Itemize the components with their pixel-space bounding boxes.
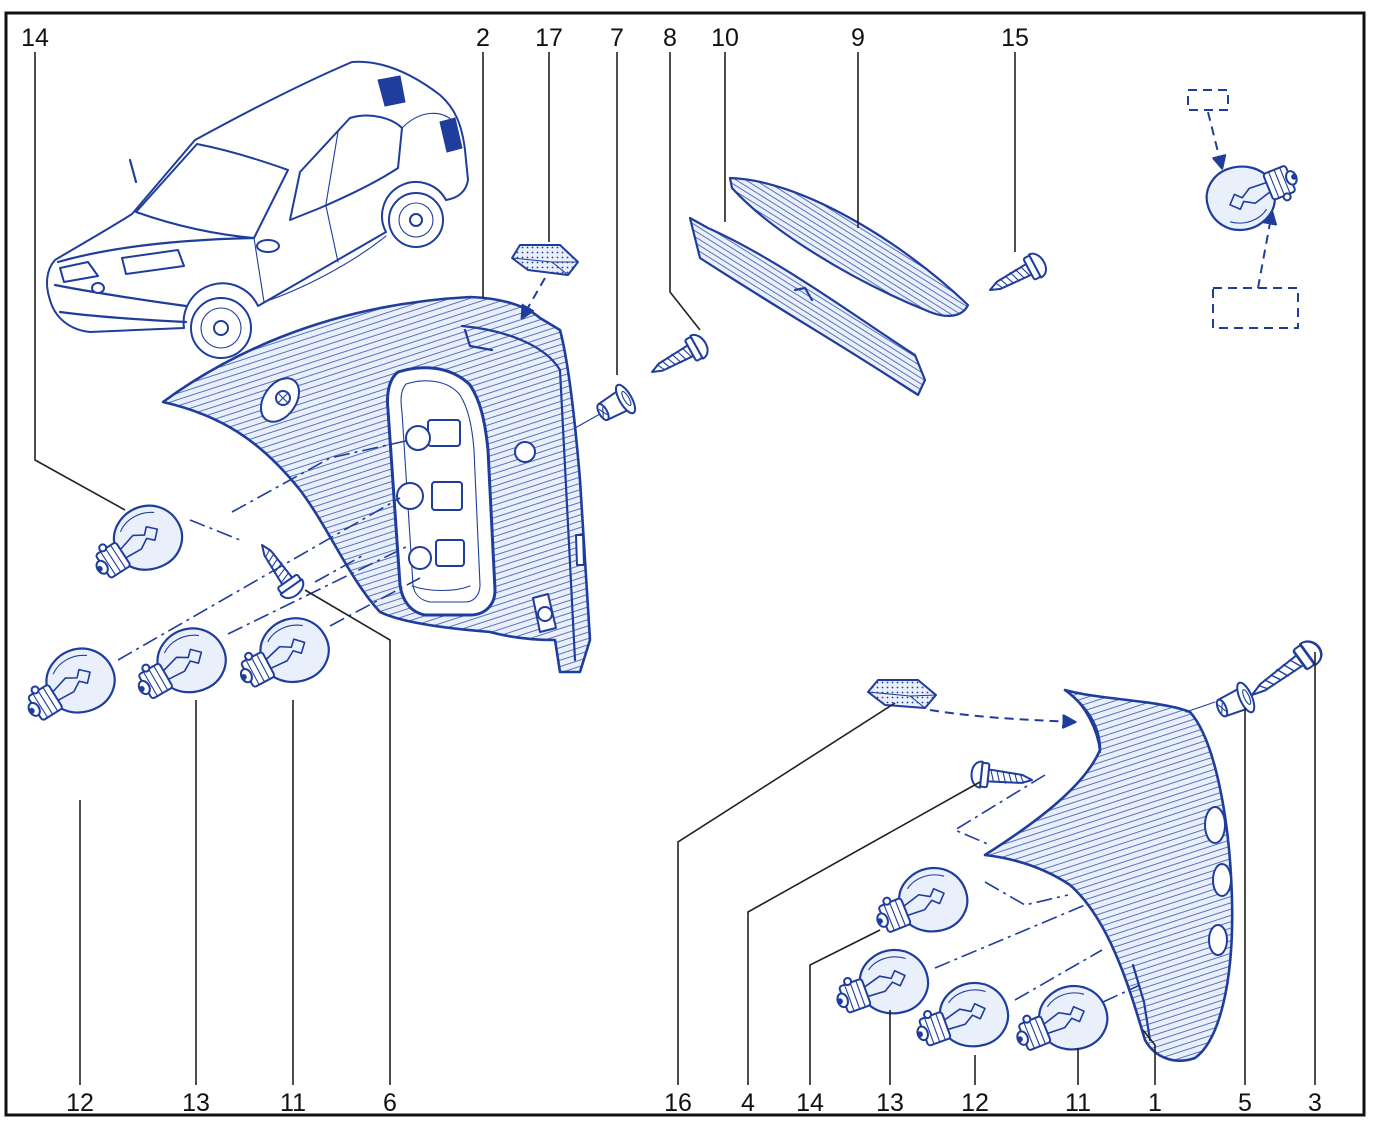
car-headlight-left (59, 261, 99, 283)
right-lens-lamp-window (1212, 863, 1232, 897)
callout-label: 11 (1065, 1089, 1091, 1117)
reflector-lens (728, 176, 970, 317)
car-front-wheel (190, 297, 252, 359)
reference-box-large (1212, 287, 1299, 329)
right-tail-light-fold (1066, 690, 1102, 754)
bulb-socket (405, 425, 431, 451)
left-tail-light-rim (460, 324, 577, 662)
reflector-strip (688, 216, 927, 397)
reference-arrow-bottom (1257, 212, 1272, 289)
reference-box-small (1187, 89, 1229, 111)
car-pillar (325, 131, 339, 205)
callout-label: 6 (383, 1089, 397, 1117)
car-badge (91, 282, 105, 294)
callout-label: 16 (664, 1089, 692, 1117)
reflector-strip-tab (793, 286, 814, 302)
car-hatch-line (401, 112, 453, 129)
car-bumper-lines (53, 283, 188, 324)
assembly-lines (117, 413, 1216, 1003)
bulb-detail-inset (1187, 89, 1310, 329)
callout-label: 1 (1148, 1089, 1162, 1117)
left-lens-side-tab (575, 534, 585, 566)
right-tail-light-assembly (983, 688, 1234, 1062)
callout-label: 9 (851, 24, 865, 52)
right-lens-lamp-window (1204, 806, 1226, 844)
car-antenna (128, 158, 138, 184)
callout-label: 7 (610, 24, 624, 52)
bulb-holder (386, 366, 497, 617)
car-hood-crease (56, 236, 256, 264)
left-tail-light-assembly (161, 295, 592, 674)
left-tail-light-tab (463, 328, 494, 352)
vehicle-illustration (46, 60, 469, 359)
callout-label: 13 (876, 1089, 904, 1117)
clip-16-fit-arrow (929, 709, 1075, 722)
clip-17-fit-arrow (522, 277, 546, 318)
car-rear-wheel (388, 192, 444, 248)
callout-label: 11 (280, 1089, 306, 1117)
callouts-bottom: 12 13 11 6 16 4 14 13 12 11 1 5 3 (66, 1089, 1322, 1117)
callout-label: 13 (182, 1089, 210, 1117)
callout-label: 10 (711, 24, 739, 52)
left-lens-fastener (259, 377, 301, 423)
car-headlight-right (121, 249, 185, 275)
bulb-socket (396, 482, 424, 510)
car-side-window (289, 114, 403, 221)
car-mirror (256, 239, 280, 253)
leader-lines (34, 52, 1316, 1085)
car-door-lines (253, 205, 387, 303)
clip-17 (511, 244, 579, 276)
clip-16 (867, 679, 937, 709)
callout-label: 14 (21, 24, 49, 52)
left-lens-ball-stud (514, 441, 536, 463)
left-lens-bottom-bracket (532, 593, 557, 633)
callout-label: 12 (66, 1089, 94, 1117)
callout-label: 14 (796, 1089, 824, 1117)
reference-arrow-top (1207, 111, 1222, 168)
callout-label: 8 (663, 24, 677, 52)
callout-label: 2 (476, 24, 490, 52)
car-rear-lamp-highlight (439, 117, 463, 153)
callout-label: 15 (1001, 24, 1029, 52)
right-lens-lamp-window (1208, 924, 1228, 956)
callout-label: 12 (961, 1089, 989, 1117)
callout-label: 3 (1308, 1089, 1322, 1117)
callouts-top: 14 2 17 7 8 10 9 15 (21, 24, 1029, 52)
callout-label: 4 (741, 1089, 755, 1117)
callout-label: 5 (1238, 1089, 1252, 1117)
bulb-socket (408, 546, 432, 570)
car-rear-glass-highlight (377, 75, 406, 107)
right-tail-light-lens (983, 688, 1234, 1062)
callout-label: 17 (535, 24, 563, 52)
right-lens-bracket (1131, 963, 1152, 1042)
